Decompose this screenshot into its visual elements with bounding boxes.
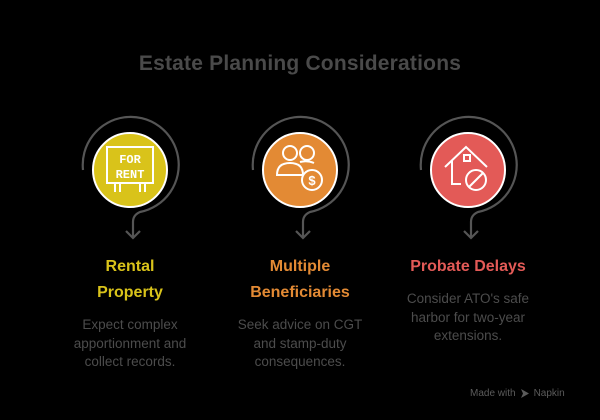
arc-arrow-icon [419,115,518,240]
item-description: Expect complex apportionment and collect… [73,317,187,369]
item-rental-property: FOR RENT Rental Property Expect complex … [45,0,215,420]
svg-text:RENT: RENT [116,168,145,182]
item-multiple-beneficiaries: $ Multiple Beneficiaries Seek advice on … [215,0,385,420]
item-description: Consider ATO's safe harbor for two-year … [406,291,530,343]
people-with-dollar-icon: $ [275,145,323,191]
napkin-logo-icon [520,389,529,398]
svg-text:$: $ [308,173,316,188]
item-heading: Probate Delays [410,258,526,275]
item-heading: Multiple Beneficiaries [250,258,350,301]
item-description: Seek advice on CGT and stamp-duty conseq… [237,317,363,369]
made-with-napkin-badge[interactable]: Made with Napkin [470,388,565,399]
item-probate-delays: Probate Delays Consider ATO's safe harbo… [383,0,553,420]
page-title: Estate Planning Considerations [138,52,462,75]
arc-arrow-icon [81,115,180,240]
house-prohibited-icon [444,145,488,191]
for-rent-sign-icon: FOR RENT [106,146,154,192]
svg-text:FOR: FOR [119,153,141,167]
item-heading: Rental Property [97,258,163,301]
